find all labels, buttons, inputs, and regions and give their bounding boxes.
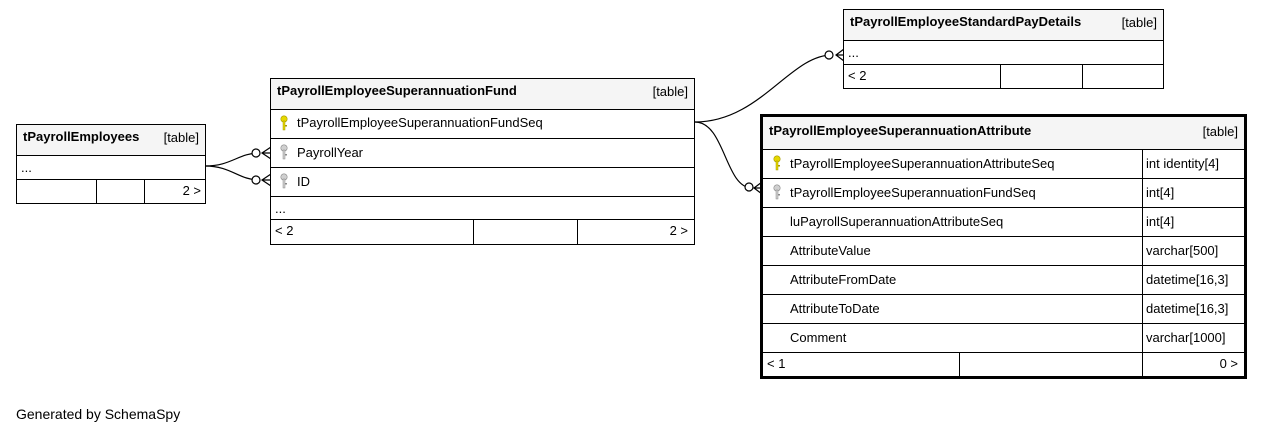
column-name: PayrollYear xyxy=(297,145,364,160)
column-row: Comment varchar[1000] xyxy=(763,323,1244,352)
table-footer: < 2 2 > xyxy=(271,219,694,244)
primary-key-icon xyxy=(773,155,781,171)
table-payroll-employees[interactable]: tPayrollEmployees [table] ... 2 > xyxy=(16,124,206,204)
link-fund-attribute xyxy=(694,121,753,189)
optional-marker xyxy=(251,148,261,158)
table-superannuation-attribute[interactable]: tPayrollEmployeeSuperannuationAttribute … xyxy=(760,114,1247,379)
table-standard-pay-details[interactable]: tPayrollEmployeeStandardPayDetails [tabl… xyxy=(843,9,1164,89)
column-name: luPayrollSuperannuationAttributeSeq xyxy=(790,214,1004,229)
column-type: int[4] xyxy=(1146,214,1175,229)
ellipsis-row: ... xyxy=(844,40,1163,64)
column-row: tPayrollEmployeeSuperannuationAttributeS… xyxy=(763,149,1244,178)
table-name: tPayrollEmployeeStandardPayDetails xyxy=(850,14,1082,29)
table-header: tPayrollEmployeeStandardPayDetails [tabl… xyxy=(844,10,1163,40)
foreign-key-icon xyxy=(773,184,781,200)
table-kind: [table] xyxy=(652,84,688,99)
column-type: varchar[1000] xyxy=(1146,330,1226,345)
footer-parents: < 1 xyxy=(767,356,786,371)
column-name: tPayrollEmployeeSuperannuationFundSeq xyxy=(297,115,543,130)
column-row: AttributeToDate datetime[16,3] xyxy=(763,294,1244,323)
foreign-key-icon xyxy=(280,144,288,160)
column-row: AttributeValue varchar[500] xyxy=(763,236,1244,265)
table-kind: [table] xyxy=(1202,124,1238,139)
foreign-key-icon xyxy=(280,173,288,189)
generated-by-label: Generated by SchemaSpy xyxy=(16,406,181,422)
column-type: int identity[4] xyxy=(1146,156,1219,171)
table-name: tPayrollEmployeeSuperannuationAttribute xyxy=(769,123,1032,138)
column-name: AttributeToDate xyxy=(790,301,880,316)
column-type: datetime[16,3] xyxy=(1146,272,1229,287)
ellipsis-row: ... xyxy=(17,155,205,179)
footer-parents: < 2 xyxy=(275,223,294,238)
ellipsis-row: ... xyxy=(271,196,694,219)
column-row: tPayrollEmployeeSuperannuationFundSeq in… xyxy=(763,178,1244,207)
optional-marker xyxy=(824,50,834,60)
column-row: ID xyxy=(271,167,694,196)
column-type: datetime[16,3] xyxy=(1146,301,1229,316)
table-header: tPayrollEmployeeSuperannuationAttribute … xyxy=(763,117,1244,149)
primary-key-icon xyxy=(280,115,288,131)
table-kind: [table] xyxy=(1121,15,1157,30)
link-fund-standardpay xyxy=(694,54,833,123)
column-row: luPayrollSuperannuationAttributeSeq int[… xyxy=(763,207,1244,236)
column-type: varchar[500] xyxy=(1146,243,1219,258)
optional-marker xyxy=(744,182,754,192)
column-row: PayrollYear xyxy=(271,138,694,167)
footer-children: 2 > xyxy=(182,183,201,198)
link-employees-payrollyear xyxy=(204,152,261,167)
table-header: tPayrollEmployees [table] xyxy=(17,125,205,155)
column-name: AttributeFromDate xyxy=(790,272,897,287)
column-name: tPayrollEmployeeSuperannuationFundSeq xyxy=(790,185,1036,200)
table-name: tPayrollEmployeeSuperannuationFund xyxy=(277,83,517,98)
table-footer: < 1 0 > xyxy=(763,352,1244,376)
table-name: tPayrollEmployees xyxy=(23,129,140,144)
footer-parents: < 2 xyxy=(848,68,867,83)
column-name: Comment xyxy=(790,330,847,345)
table-footer: 2 > xyxy=(17,179,205,203)
column-type: int[4] xyxy=(1146,185,1175,200)
column-name: tPayrollEmployeeSuperannuationAttributeS… xyxy=(790,156,1055,171)
footer-children: 2 > xyxy=(669,223,688,238)
table-superannuation-fund[interactable]: tPayrollEmployeeSuperannuationFund [tabl… xyxy=(270,78,695,245)
table-footer: < 2 xyxy=(844,64,1163,88)
optional-marker xyxy=(251,175,261,185)
table-kind: [table] xyxy=(163,130,199,145)
table-header: tPayrollEmployeeSuperannuationFund [tabl… xyxy=(271,79,694,109)
link-employees-id xyxy=(204,165,261,181)
column-row: AttributeFromDate datetime[16,3] xyxy=(763,265,1244,294)
column-row: tPayrollEmployeeSuperannuationFundSeq xyxy=(271,109,694,138)
column-name: ID xyxy=(297,174,310,189)
column-name: AttributeValue xyxy=(790,243,871,258)
footer-children: 0 > xyxy=(1219,356,1238,371)
